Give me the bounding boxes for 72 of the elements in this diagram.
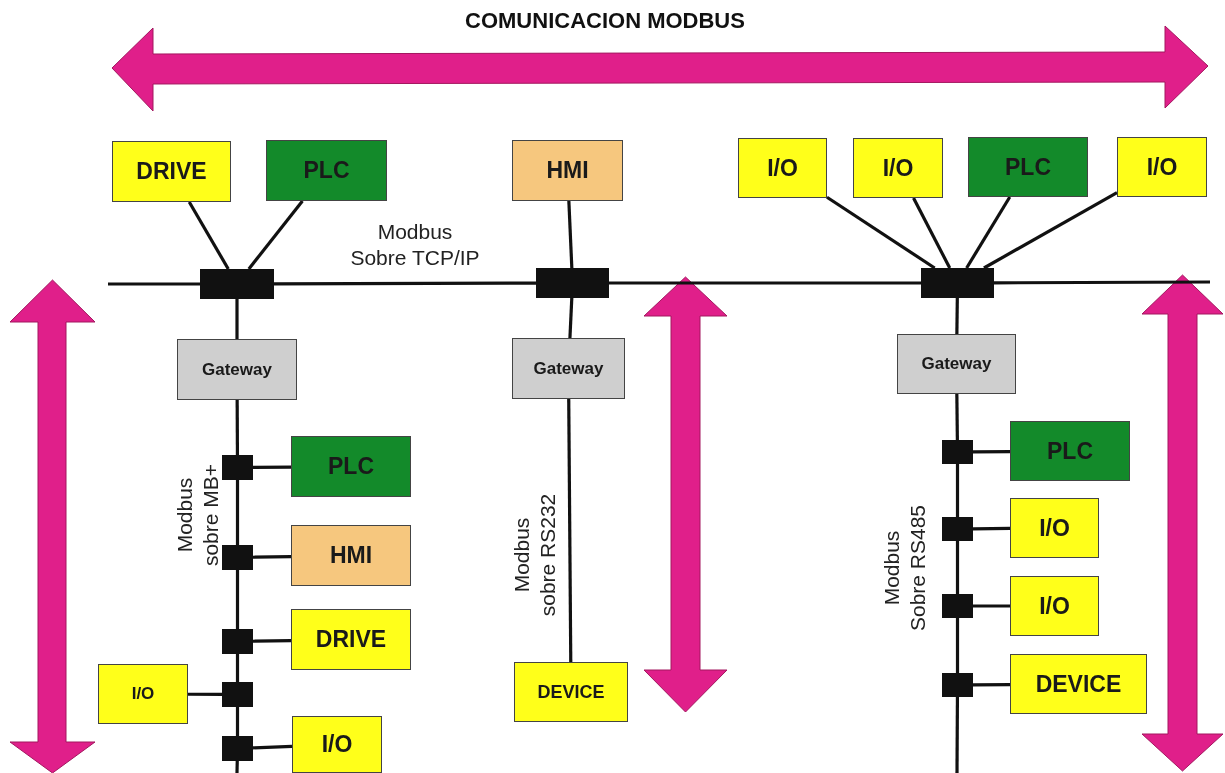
bus-line bbox=[235, 760, 239, 773]
connection-line bbox=[955, 618, 960, 673]
connection-line bbox=[568, 297, 574, 339]
io-box: I/O bbox=[738, 138, 827, 198]
bus-connector bbox=[942, 440, 973, 464]
connection-line bbox=[187, 201, 230, 270]
connection-line bbox=[235, 654, 240, 682]
io-box: I/O bbox=[98, 664, 188, 724]
connection-line bbox=[235, 299, 239, 339]
gateway-box: Gateway bbox=[897, 334, 1016, 394]
bus-connector bbox=[536, 268, 609, 298]
connection-line bbox=[252, 744, 293, 750]
plc-box: PLC bbox=[968, 137, 1088, 197]
network-label: Modbus sobre RS232 bbox=[509, 492, 560, 619]
connection-line bbox=[973, 682, 1010, 687]
network-label: Modbus Sobre TCP/IP bbox=[349, 219, 481, 271]
bus-line bbox=[955, 697, 960, 773]
io-box: I/O bbox=[853, 138, 943, 198]
connection-line bbox=[252, 638, 292, 643]
connection-line bbox=[609, 281, 921, 285]
drive-box: DRIVE bbox=[291, 609, 411, 670]
bus-line bbox=[994, 280, 1210, 285]
bus-connector bbox=[222, 682, 253, 707]
bus-connector bbox=[222, 455, 253, 480]
connection-line bbox=[965, 196, 1012, 269]
connection-line bbox=[252, 554, 292, 559]
connection-line bbox=[983, 191, 1118, 270]
plc-box: PLC bbox=[266, 140, 387, 201]
device-box: DEVICE bbox=[1010, 654, 1147, 714]
io-box: I/O bbox=[292, 716, 382, 773]
connection-line bbox=[253, 465, 291, 469]
bus-connector bbox=[942, 673, 973, 697]
connection-line bbox=[955, 394, 959, 440]
bus-connector bbox=[222, 629, 253, 654]
network-label: Modbus Sobre RS485 bbox=[879, 503, 930, 634]
drive-box: DRIVE bbox=[112, 141, 231, 202]
connection-line bbox=[973, 449, 1010, 454]
connection-line bbox=[247, 200, 304, 270]
connection-line bbox=[912, 197, 952, 269]
bus-line bbox=[108, 282, 200, 286]
connection-line bbox=[567, 200, 574, 269]
bus-connector bbox=[200, 269, 274, 299]
connection-line bbox=[973, 526, 1010, 531]
connection-line bbox=[567, 399, 573, 662]
connection-line bbox=[274, 281, 536, 286]
bus-connector bbox=[942, 517, 973, 541]
io-box: I/O bbox=[1010, 576, 1099, 636]
connection-line bbox=[973, 604, 1010, 608]
plc-box: PLC bbox=[291, 436, 411, 497]
io-box: I/O bbox=[1117, 137, 1207, 197]
connection-line bbox=[955, 541, 960, 594]
io-box: I/O bbox=[1010, 498, 1099, 558]
network-label: Modbus sobre MB+ bbox=[172, 462, 223, 569]
plc-box: PLC bbox=[1010, 421, 1130, 481]
connection-line bbox=[235, 570, 240, 629]
connection-line bbox=[235, 400, 240, 455]
bus-connector bbox=[921, 268, 994, 298]
connection-line bbox=[826, 195, 936, 270]
connection-line bbox=[955, 464, 960, 517]
connection-line bbox=[955, 298, 959, 334]
connection-line bbox=[188, 692, 222, 696]
connection-line bbox=[235, 707, 240, 736]
bus-connector bbox=[222, 545, 253, 570]
gateway-box: Gateway bbox=[512, 338, 625, 399]
device-box: DEVICE bbox=[514, 662, 628, 722]
title: COMUNICACION MODBUS bbox=[464, 8, 746, 34]
hmi-box: HMI bbox=[291, 525, 411, 586]
connection-line bbox=[235, 480, 240, 545]
hmi-box: HMI bbox=[512, 140, 623, 201]
gateway-box: Gateway bbox=[177, 339, 297, 400]
bus-connector bbox=[222, 736, 253, 761]
bus-connector bbox=[942, 594, 973, 618]
